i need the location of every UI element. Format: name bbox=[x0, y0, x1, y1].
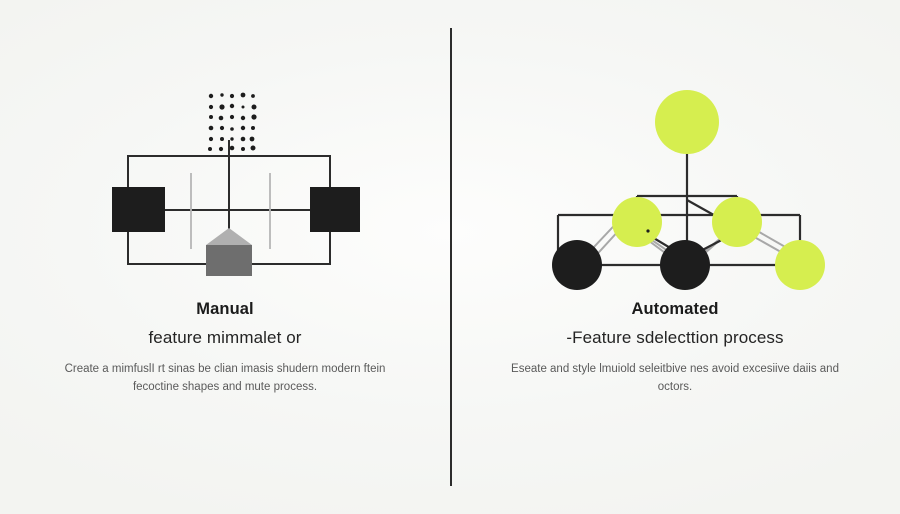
node-mid-left bbox=[612, 197, 662, 247]
manual-title: Manual bbox=[196, 300, 254, 318]
panel-automated: Automated -Feature sdelecttion process E… bbox=[450, 0, 900, 514]
automated-diagram-svg bbox=[552, 90, 825, 290]
automated-body: Eseate and style lmuiold seleitbive nes … bbox=[511, 363, 839, 393]
automated-title: Automated bbox=[631, 300, 719, 318]
node-bottom-mid bbox=[660, 240, 710, 290]
automated-subtitle: -Feature sdelecttion process bbox=[566, 328, 784, 347]
black-square-right bbox=[310, 187, 360, 232]
black-square-left bbox=[112, 187, 165, 232]
gray-house-shape bbox=[206, 228, 252, 276]
manual-subtitle: feature mimmalet or bbox=[148, 328, 302, 347]
node-bottom-left bbox=[552, 240, 602, 290]
node-mid-right bbox=[712, 197, 762, 247]
node-bottom-right bbox=[775, 240, 825, 290]
manual-caption: Manual feature mimmalet or Create a mimf… bbox=[0, 300, 450, 397]
panel-manual: Manual feature mimmalet or Create a mimf… bbox=[0, 0, 450, 397]
artifact-dot bbox=[646, 229, 650, 233]
manual-body: Create a mimfuslI rt sinas be clian imas… bbox=[64, 363, 386, 393]
automated-caption: Automated -Feature sdelecttion process E… bbox=[450, 300, 900, 397]
dot-grid-icon bbox=[208, 92, 257, 152]
manual-diagram bbox=[0, 0, 450, 300]
node-top bbox=[655, 90, 719, 154]
vertical-divider bbox=[450, 28, 452, 486]
manual-diagram-svg bbox=[112, 92, 360, 276]
automated-diagram bbox=[450, 0, 900, 300]
